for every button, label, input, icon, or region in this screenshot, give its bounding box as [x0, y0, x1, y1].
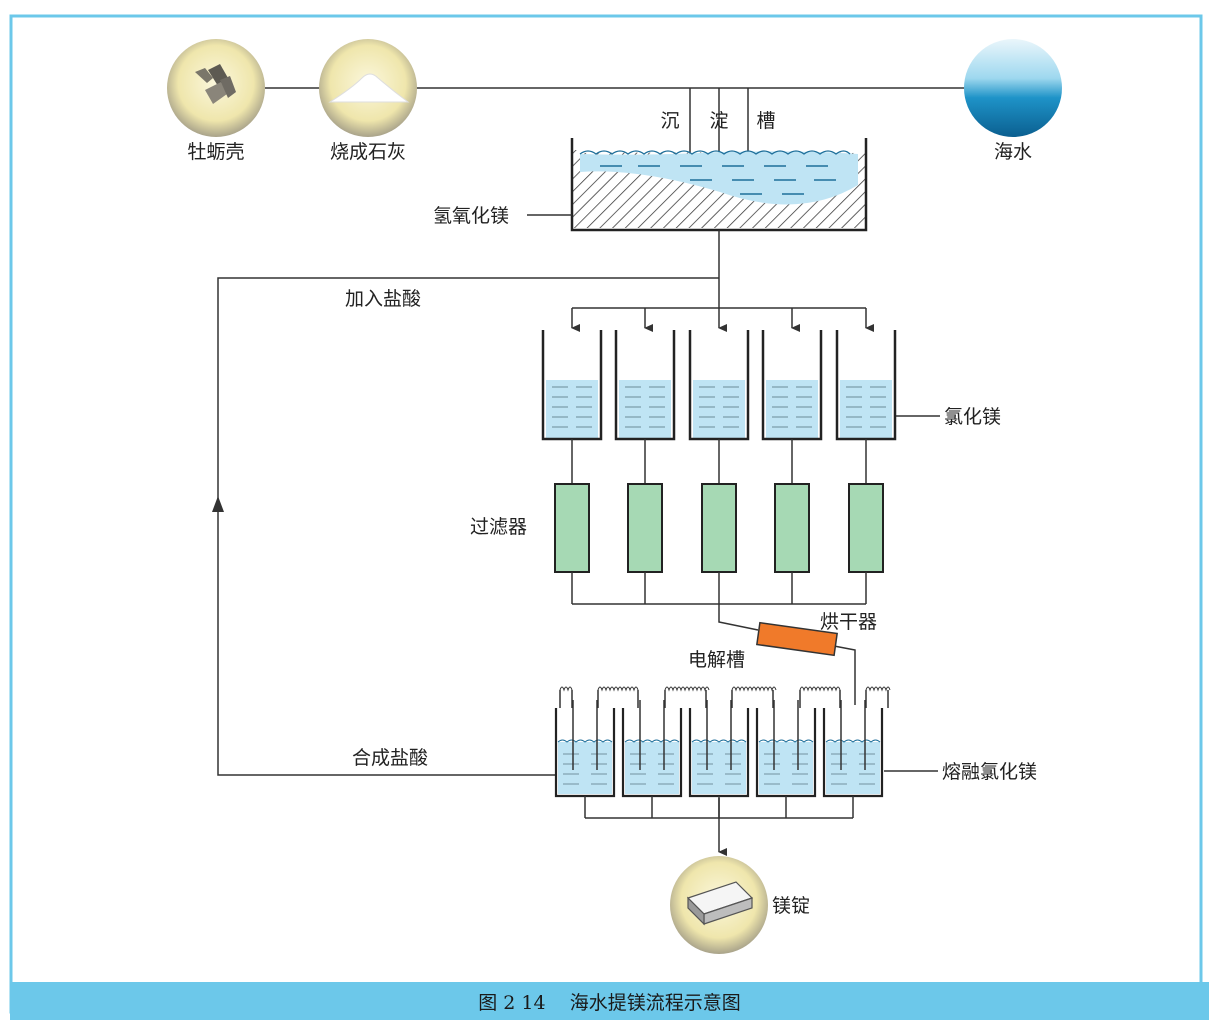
mgcl2-beaker: [688, 330, 750, 484]
beaker-liquid: [619, 380, 671, 438]
cell-liquid: [826, 742, 880, 794]
mg-hydroxide-label: 氢氧化镁: [433, 205, 509, 227]
settling-tank-char-2: 淀: [709, 110, 728, 132]
return-arrow-up: [212, 496, 224, 512]
figure-caption: 图 2 14 海水提镁流程示意图: [10, 982, 1209, 1020]
settling-feed-lines: [689, 88, 749, 155]
ingot-icon: [670, 856, 768, 954]
mgcl2-beaker: [835, 330, 897, 484]
electrode-coil: [597, 686, 639, 708]
electrolysis-cell: [822, 700, 884, 818]
mgcl2-beaker: [614, 330, 676, 484]
electrode-coil: [731, 686, 777, 708]
coil-path: [559, 686, 573, 692]
lime-label: 烧成石灰: [330, 141, 406, 163]
electrode-coil: [865, 686, 891, 708]
settling-tank-char-1: 沉: [660, 110, 679, 132]
figure-number: 图 2 14: [478, 991, 546, 1014]
filter: [701, 483, 737, 573]
coil-path: [597, 686, 639, 692]
filter-body: [627, 483, 663, 573]
synth-hcl-label: 合成盐酸: [352, 747, 428, 769]
add-hcl-label: 加入盐酸: [345, 288, 421, 310]
shells-label: 牡蛎壳: [187, 141, 244, 163]
electrode-coil: [664, 686, 710, 708]
filter-label: 过滤器: [470, 516, 527, 538]
cell-liquid: [759, 742, 813, 794]
molten-mgcl2-label: 熔融氯化镁: [942, 761, 1037, 783]
electrode-coil: [799, 686, 841, 708]
cell-liquid: [625, 742, 679, 794]
beaker-liquid: [766, 380, 818, 438]
mgcl2-beakers: [541, 330, 897, 484]
seawater-label: 海水: [994, 141, 1032, 163]
electrolysis-cell: [621, 700, 683, 818]
beaker-liquid: [693, 380, 745, 438]
figure-title: 海水提镁流程示意图: [569, 991, 741, 1014]
seawater-icon: [964, 39, 1062, 137]
mg-chloride-label: 氯化镁: [944, 406, 1001, 428]
cell-surface: [758, 739, 814, 743]
dryer: [756, 621, 838, 657]
electrode-coil: [559, 686, 573, 708]
filters: [554, 483, 884, 604]
coil-path: [865, 686, 891, 692]
dryer-label: 烘干器: [820, 611, 877, 633]
electrolysis-cell: [554, 700, 616, 818]
cell-liquid: [692, 742, 746, 794]
filter-collection-lines: [572, 572, 866, 705]
lime-icon: [319, 39, 417, 137]
shells-icon: [167, 39, 265, 137]
filter-body: [554, 483, 590, 573]
distribution-arrows: [571, 308, 874, 332]
coil-path: [799, 686, 841, 692]
cell-surface: [624, 739, 680, 743]
filter-body: [848, 483, 884, 573]
filter: [554, 483, 590, 604]
beaker-liquid: [840, 380, 892, 438]
settling-tank: [570, 138, 868, 232]
beaker-liquid: [546, 380, 598, 438]
caption-gap: [546, 990, 570, 1012]
cell-surface: [825, 739, 881, 743]
ingot-label: 镁锭: [772, 895, 810, 917]
electrolysis-cell: [688, 700, 750, 818]
coil-path: [664, 686, 710, 692]
filter: [774, 483, 810, 604]
cell-liquid: [558, 742, 612, 794]
electrolysis-cell: [755, 700, 817, 818]
output-lines: [585, 798, 853, 856]
filter: [627, 483, 663, 604]
electrolysis-label: 电解槽: [688, 649, 745, 671]
electrolysis-cells: [554, 686, 891, 818]
cell-surface: [557, 739, 613, 743]
filter-body: [701, 483, 737, 573]
settling-tank-char-3: 槽: [756, 110, 775, 132]
filter-body: [774, 483, 810, 573]
distribution-lines: [217, 230, 866, 776]
cell-surface: [691, 739, 747, 743]
filter: [848, 483, 884, 604]
mgcl2-beaker: [541, 330, 603, 484]
mgcl2-beaker: [761, 330, 823, 484]
coil-path: [731, 686, 777, 692]
